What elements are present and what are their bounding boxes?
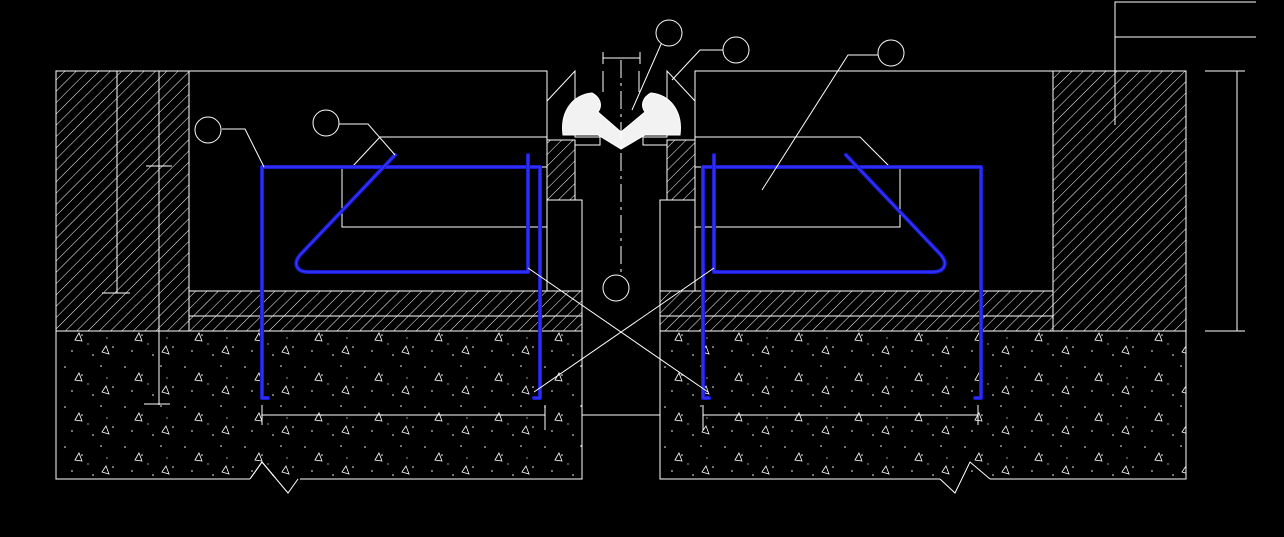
leaders (222, 41, 878, 393)
callout-2-circle (312, 109, 340, 137)
rebar-group (260, 153, 983, 400)
elastomer-seal (562, 92, 681, 150)
left-bottom-strip (188, 290, 583, 332)
right-recess (694, 70, 1054, 292)
right-wall (1052, 70, 1187, 332)
right-concrete-base (659, 330, 1187, 480)
left-slab (55, 70, 583, 498)
rebar-left-outer-edge (261, 166, 541, 399)
joint-profile (261, 52, 979, 430)
callout-4-circle (722, 36, 750, 64)
right-break-line (939, 461, 991, 494)
right-bottom-strip (659, 290, 1054, 332)
callout-3-circle (655, 19, 683, 47)
right-slab (659, 1, 1256, 498)
callout-group (194, 19, 905, 302)
left-wall (55, 70, 190, 332)
callout-1-circle (194, 116, 222, 144)
left-concrete-base (55, 330, 583, 480)
callout-6-circle (602, 274, 630, 302)
callout-5-circle (877, 39, 905, 67)
